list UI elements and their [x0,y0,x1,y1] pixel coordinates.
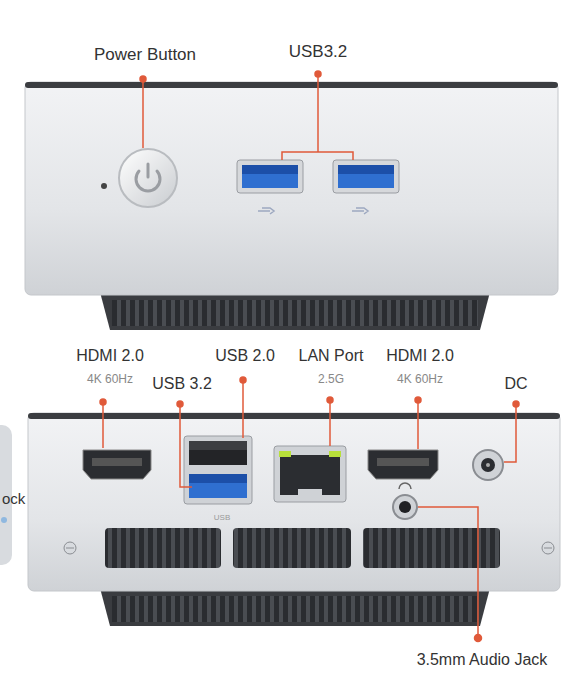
port-label: USB 2.0 [215,346,275,365]
port-label: USB3.2 [289,42,348,62]
port-label: DC [504,374,527,393]
port-label: 4K 60Hz [87,372,133,386]
port-label: ock [2,490,25,508]
port-label: USB 3.2 [152,374,212,393]
port-label: USB [214,513,230,523]
port-label: Power Button [94,45,196,65]
port-label: HDMI 2.0 [76,346,144,365]
port-label: HDMI 2.0 [386,346,454,365]
port-label: LAN Port [299,346,364,365]
port-label: 2.5G [318,372,344,386]
port-label: 4K 60Hz [397,372,443,386]
port-label: 3.5mm Audio Jack [417,650,548,669]
